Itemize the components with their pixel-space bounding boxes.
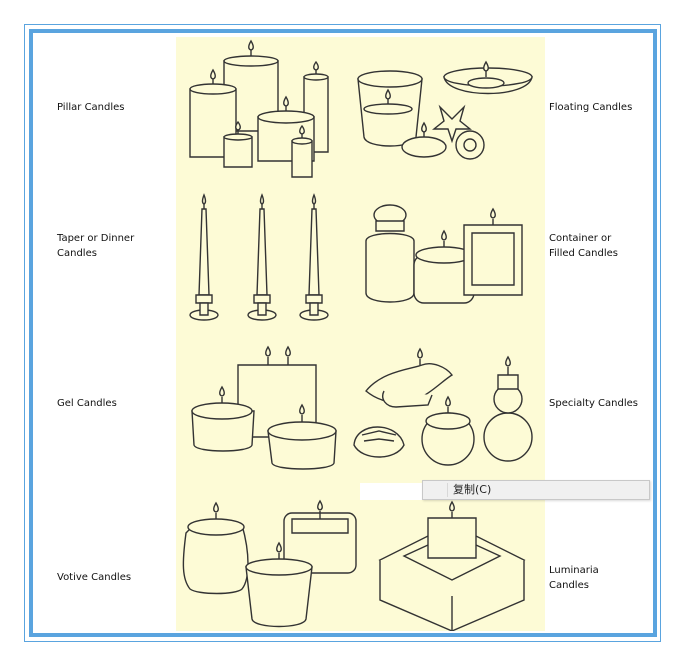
label-line: Container or — [549, 233, 612, 244]
context-menu-gutter — [447, 483, 448, 497]
gel-candles-illustration-icon — [176, 335, 352, 483]
votive-candles-illustration-icon — [176, 483, 360, 631]
label-line: Filled Candles — [549, 248, 618, 259]
label-luminaria-candles: Luminaria Candles — [549, 563, 599, 593]
label-taper-candles: Taper or Dinner Candles — [57, 231, 134, 261]
label-line: Pillar Candles — [57, 102, 125, 113]
label-line: Gel Candles — [57, 398, 117, 409]
context-menu-item-copy[interactable]: 复制(C) — [453, 483, 492, 496]
label-gel-candles: Gel Candles — [57, 396, 117, 411]
label-floating-candles: Floating Candles — [549, 100, 632, 115]
context-menu: 复制(C) — [422, 480, 650, 500]
label-line: Votive Candles — [57, 572, 132, 583]
label-line: Floating Candles — [549, 102, 633, 113]
label-line: Candles — [549, 580, 589, 591]
label-line: Luminaria — [549, 565, 599, 576]
label-votive-candles: Votive Candles — [57, 570, 131, 585]
label-line: Specialty Candles — [549, 398, 638, 409]
taper-candles-illustration-icon — [176, 185, 352, 335]
label-specialty-candles: Specialty Candles — [549, 396, 638, 411]
luminaria-candles-illustration-icon — [360, 500, 545, 631]
label-line: Taper or Dinner — [57, 233, 135, 244]
label-line: Candles — [57, 248, 97, 259]
label-pillar-candles: Pillar Candles — [57, 100, 125, 115]
label-container-candles: Container or Filled Candles — [549, 231, 618, 261]
floating-candles-illustration-icon — [352, 37, 545, 185]
container-candles-illustration-icon — [352, 185, 545, 335]
specialty-candles-illustration-icon — [352, 335, 545, 483]
pillar-candles-illustration-icon — [176, 37, 352, 185]
